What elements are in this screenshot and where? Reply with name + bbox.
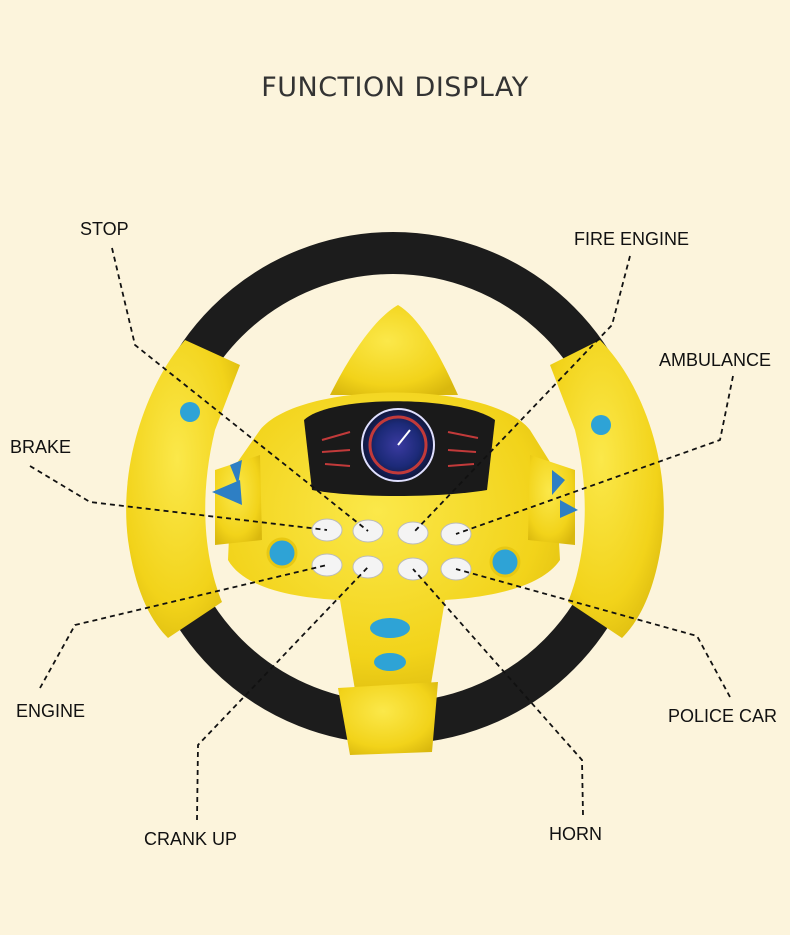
label-ambulance: AMBULANCE [659,350,772,370]
police-car-leader-line [455,568,731,698]
right-grip [550,340,664,638]
right-blue-dot [591,415,611,435]
label-engine: ENGINE [16,701,86,721]
label-horn: HORN [549,824,602,844]
left-arrow-marker [230,460,242,485]
right-arrow-marker-2 [560,500,578,518]
brake-leader-line [29,465,328,531]
label-crank-up: CRANK UP [144,829,238,849]
gauge-ring [368,415,428,475]
lower-blue-button-2 [374,653,406,671]
engine-leader-line [39,564,328,689]
left-arrow-marker-2 [212,480,242,505]
right-round-button [489,546,521,578]
fire-engine-button [397,521,429,545]
lower-blue-button-1 [370,618,410,638]
label-fire-engine: FIRE ENGINE [574,229,690,249]
gauge-needle [397,429,411,446]
label-brake: BRAKE [10,437,72,457]
label-police-car: POLICE CAR [668,706,778,726]
left-blue-dot [180,402,200,422]
stop-leader-line [111,247,369,532]
top-fin [330,305,458,395]
horn-leader-line [412,568,584,816]
leader-lines [29,247,734,821]
fire-engine-leader-line [412,255,631,534]
screen-lines-left [321,431,351,467]
left-grip [126,340,240,638]
right-arrow-marker [552,470,565,495]
page-title: FUNCTION DISPLAY [261,72,529,103]
bottom-clip [338,682,438,755]
crank-up-leader-line [196,566,369,821]
ambulance-leader-line [455,375,734,535]
label-stop: STOP [80,219,129,239]
crank-up-button [352,555,384,579]
screen-lines-right [447,431,479,467]
engine-button [311,553,343,577]
left-round-button [266,537,298,569]
